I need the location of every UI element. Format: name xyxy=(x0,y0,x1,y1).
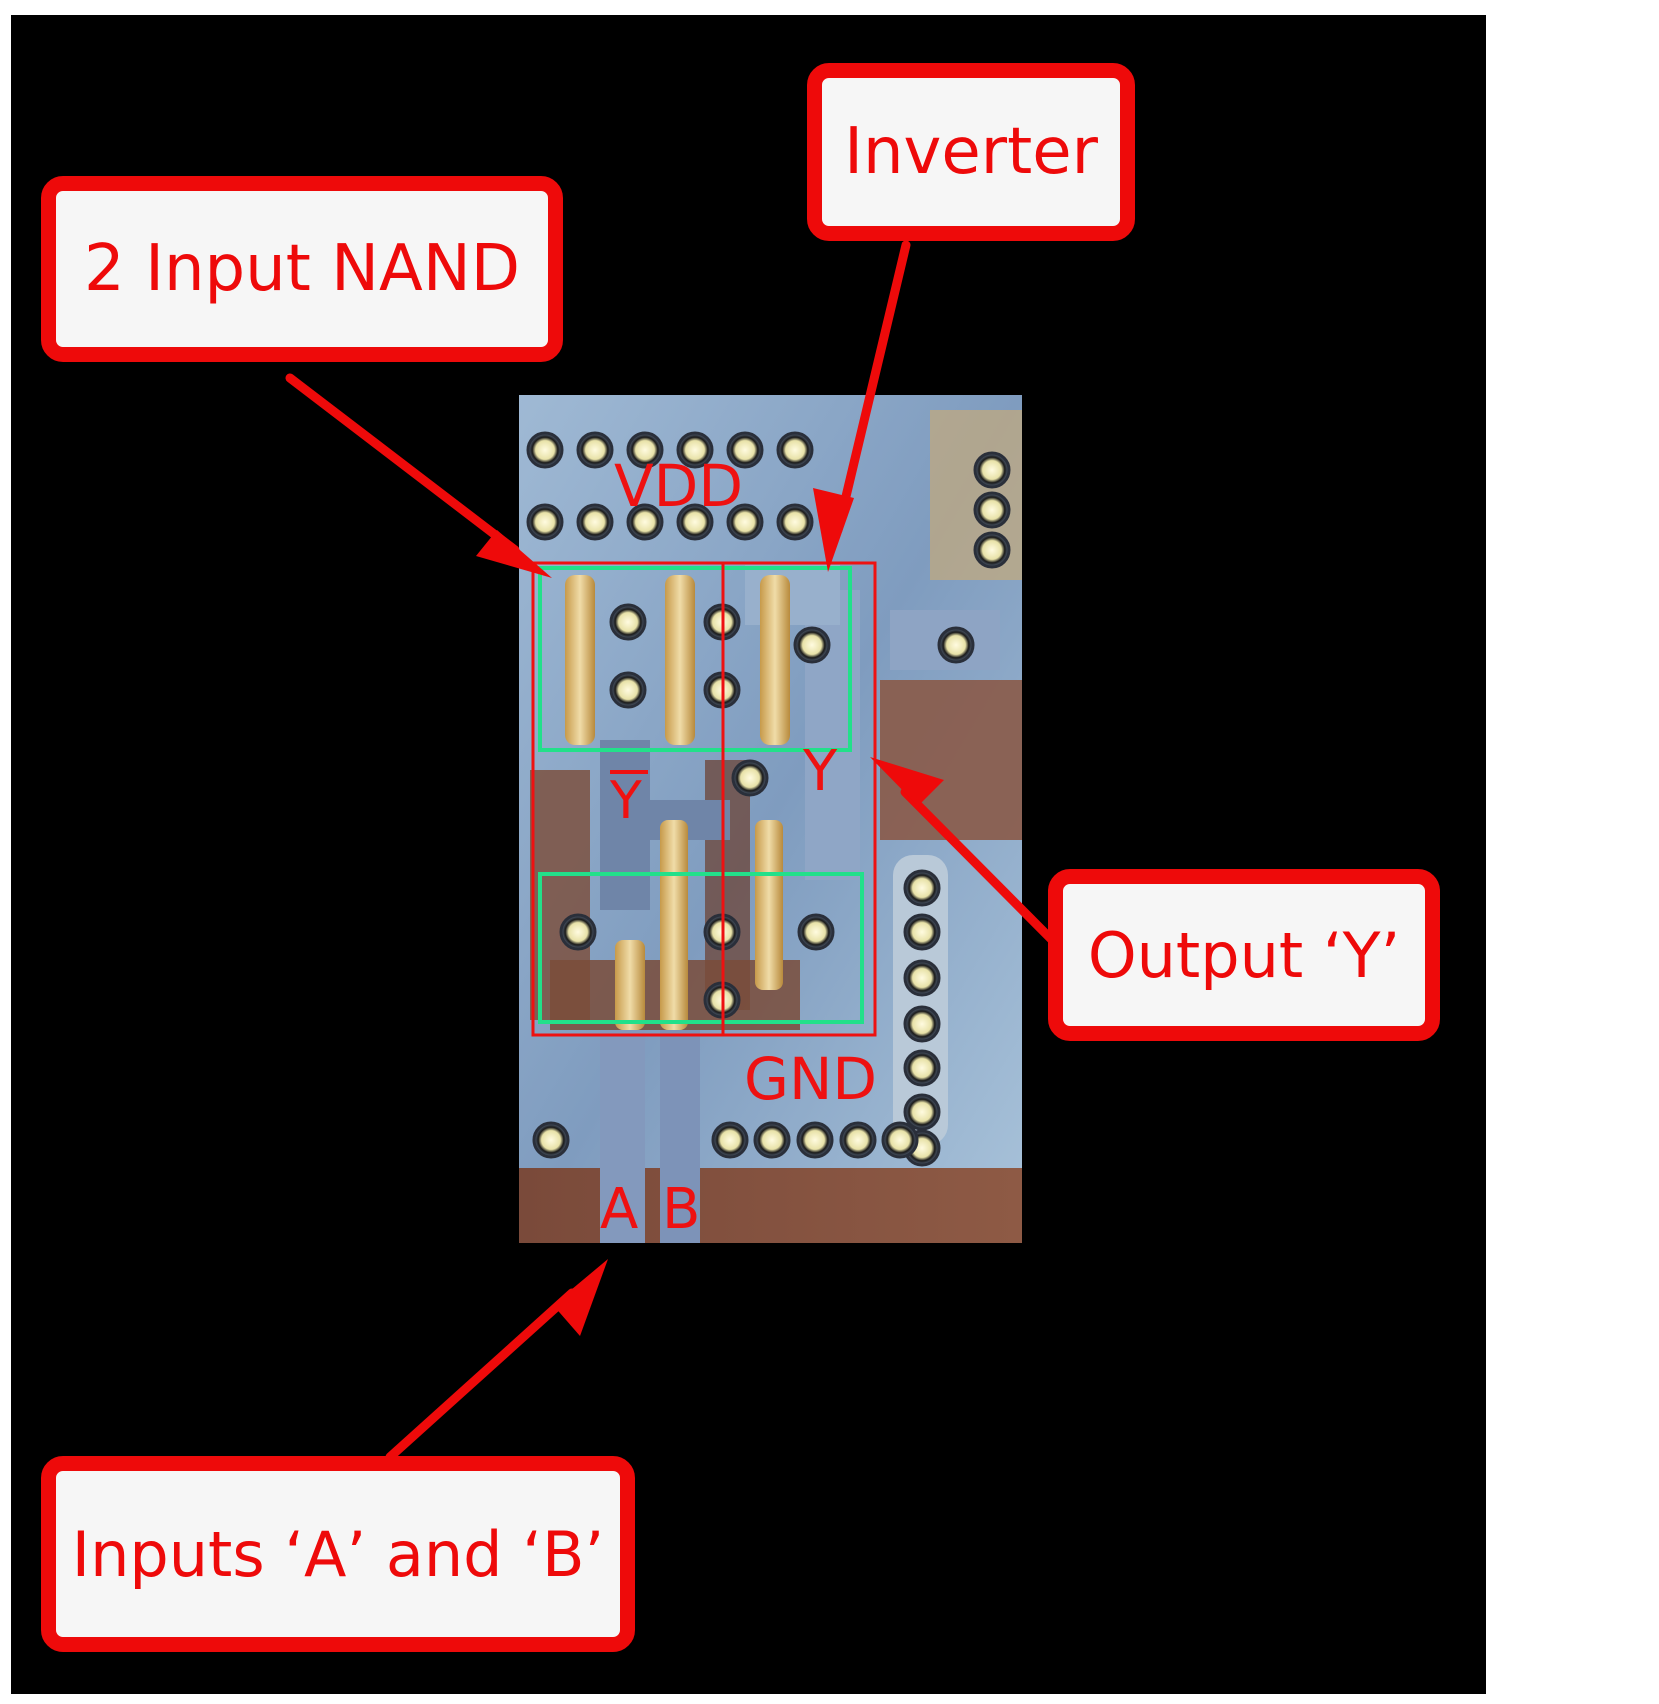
pmos-region-outline xyxy=(538,566,852,752)
contact-via xyxy=(903,869,941,907)
contact-via xyxy=(726,431,764,469)
nmos-region-outline xyxy=(538,872,864,1024)
contact-via xyxy=(793,626,831,664)
nand-callout: 2 Input NAND xyxy=(41,176,563,362)
contact-via xyxy=(711,1121,749,1159)
contact-via xyxy=(903,1093,941,1131)
die-contacts xyxy=(526,431,1011,1167)
contact-via xyxy=(609,603,647,641)
contact-via xyxy=(903,913,941,951)
contact-via xyxy=(726,503,764,541)
output-arrow xyxy=(870,757,1065,953)
nand-arrow xyxy=(285,373,552,578)
contact-via xyxy=(903,1005,941,1043)
gnd-label: GND xyxy=(744,1045,877,1113)
y-bar-label: Y xyxy=(609,771,642,831)
contact-via xyxy=(532,1121,570,1159)
inputs-arrow xyxy=(385,1259,608,1462)
input-a-label: A xyxy=(600,1177,638,1242)
contact-via xyxy=(576,503,614,541)
contact-via xyxy=(526,431,564,469)
contact-via xyxy=(676,431,714,469)
contact-via xyxy=(937,626,975,664)
contact-via xyxy=(526,503,564,541)
contact-via xyxy=(881,1121,919,1159)
inverter-gate-outline xyxy=(721,561,877,1037)
contact-via xyxy=(903,1049,941,1087)
contact-via xyxy=(626,431,664,469)
transistor-region-outlines xyxy=(538,566,864,1024)
contact-via xyxy=(576,431,614,469)
contact-via xyxy=(753,1121,791,1159)
contact-via xyxy=(609,671,647,709)
vdd-label: VDD xyxy=(614,452,743,520)
gate-outlines xyxy=(531,561,877,1037)
contact-via xyxy=(776,431,814,469)
contact-via xyxy=(626,503,664,541)
contact-via xyxy=(676,503,714,541)
contact-via xyxy=(973,491,1011,529)
contact-via xyxy=(559,913,597,951)
contact-via xyxy=(796,1121,834,1159)
contact-via xyxy=(839,1121,877,1159)
contact-via xyxy=(973,451,1011,489)
contact-via xyxy=(903,959,941,997)
output-callout: Output ‘Y’ xyxy=(1048,869,1440,1041)
contact-via xyxy=(731,759,769,797)
inverter-arrow xyxy=(813,240,911,572)
contact-via xyxy=(797,913,835,951)
y-output-label: Y xyxy=(802,739,838,804)
input-b-label: B xyxy=(662,1177,700,1242)
inverter-callout: Inverter xyxy=(807,63,1135,241)
inputs-callout: Inputs ‘A’ and ‘B’ xyxy=(41,1456,635,1652)
contact-via xyxy=(973,531,1011,569)
contact-via xyxy=(776,503,814,541)
